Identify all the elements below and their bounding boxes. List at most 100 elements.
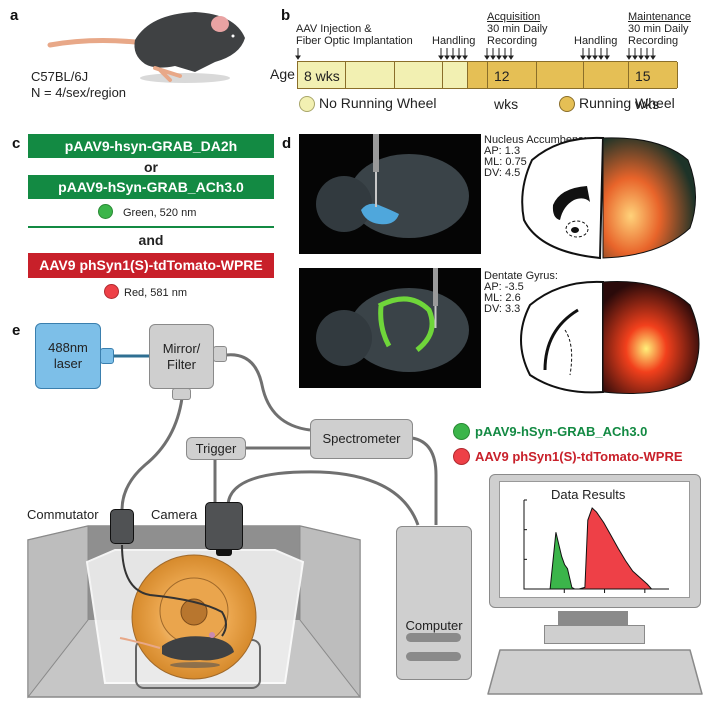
green-channel-label: Green, 520 nm [123,207,197,219]
timeline-segment [346,62,395,88]
monitor-neck [558,611,628,626]
arrow-head [592,55,598,60]
dg-ap: AP: -3.5 [484,281,524,293]
mirror-port-right [213,346,227,362]
mirror-filter: Mirror/ Filter [149,324,214,389]
annotation-acquisition-line1: 30 min Daily [487,23,548,35]
and-label: and [138,232,164,248]
annotation-maintenance-heading: Maintenance [628,11,691,23]
timeline-segment [537,62,584,88]
computer-label: Computer [405,618,463,633]
chart-title: Data Results [551,487,626,502]
commutator-label: Commutator [27,507,99,522]
arrow-head [644,55,650,60]
arrow-head [462,55,468,60]
annotation-maintenance-line2: Recording [628,35,679,47]
camera-label: Camera [151,507,198,522]
no-running-wheel-label: No Running Wheel [319,95,437,111]
commutator-device [110,509,134,544]
brain-3d-nucleus-accumbens [299,134,481,254]
panel-letter-e: e [12,322,21,339]
divider-line [28,226,274,228]
arrow-head [580,55,586,60]
coronal-dg-icon [520,280,700,394]
arrow-head [598,55,604,60]
annotation-handling-1: Handling [432,35,476,47]
mirror-label-line2: Filter [167,356,196,372]
brain-dg-icon [316,268,469,372]
timeline-segment: 8 wks [298,62,346,88]
no-running-wheel-swatch [299,96,315,112]
arrow-head [638,55,644,60]
brain-nac-icon [316,134,469,238]
age-axis-label: Age [270,66,295,82]
dg-ml: ML: 2.6 [484,292,521,304]
nac-ml: ML: 0.75 [484,156,527,168]
timeline-segment [468,62,488,88]
monitor-stand [544,625,645,644]
timeline-segment [584,62,629,88]
arrow-head [508,55,514,60]
legend-red-label: AAV9 phSyn1(S)-tdTomato-WPRE [475,449,683,464]
arrow-head [444,55,450,60]
arrow-head [604,55,610,60]
arrow-head [650,55,656,60]
timeline-segment [395,62,443,88]
drive-bay-1 [406,633,461,642]
timeline-segment: 12 wks [488,62,537,112]
green-channel-dot [98,204,113,219]
dg-dv: DV: 3.3 [484,303,521,315]
legend-green-label: pAAV9-hSyn-GRAB_ACh3.0 [475,424,648,439]
laser-port [100,348,114,364]
nac-dv: DV: 4.5 [484,167,521,179]
panel-letter-b: b [281,7,291,24]
red-channel-label: Red, 581 nm [124,287,187,299]
laser-488nm: 488nm laser [35,323,101,389]
dg-region-name: Dentate Gyrus: [484,270,558,282]
mirror-label-line1: Mirror/ [162,340,201,356]
running-wheel-swatch [559,96,575,112]
arrow-head [456,55,462,60]
arrow-head [502,55,508,60]
arrow-head [450,55,456,60]
panel-letter-d: d [282,135,292,152]
legend-red-dot [453,448,470,465]
mouse-strain: C57BL/6J [31,69,89,84]
arrow-head [490,55,496,60]
annotation-maintenance-line1: 30 min Daily [628,23,689,35]
camera-lens [216,549,232,556]
coronal-nac-icon [521,136,697,260]
panel-letter-a: a [10,7,19,24]
annotation-handling-2: Handling [574,35,618,47]
red-channel-dot [104,284,119,299]
annotation-acquisition-heading: Acquisition [487,11,541,23]
spectrometer-box: Spectrometer [310,419,413,459]
arrow-head [484,55,490,60]
drive-bay-2 [406,652,461,661]
arrow-head [496,55,502,60]
legend-green-dot [453,423,470,440]
arrow-head [632,55,638,60]
panel-letter-c: c [12,135,21,152]
annotation-injection-line1: AAV Injection & [296,23,372,35]
nac-ap: AP: 1.3 [484,145,521,157]
age-timeline: 8 wks 12 wks 15 wks [297,61,678,112]
camera-device [205,502,243,550]
arrow-head [438,55,444,60]
arrow-head [626,55,632,60]
timeline-segment [443,62,468,88]
arrow-head [295,55,301,60]
timeline-segment: 15 wks [629,62,678,112]
brain-3d-dentate-gyrus [299,268,481,388]
laser-label-line2: laser [53,356,83,371]
construct-tdtomato: AAV9 phSyn1(S)-tdTomato-WPRE [28,253,274,278]
annotation-acquisition-line2: Recording [487,35,538,47]
construct-ach3: pAAV9-hSyn-GRAB_ACh3.0 [28,175,274,199]
arrow-head [586,55,592,60]
annotation-injection-line2: Fiber Optic Implantation [296,35,413,47]
sample-size: N = 4/sex/region [31,85,127,100]
mirror-port-bottom [172,388,191,400]
or-label: or [144,159,158,175]
running-wheel-label: Running Wheel [579,95,675,111]
trigger-box: Trigger [186,437,246,460]
